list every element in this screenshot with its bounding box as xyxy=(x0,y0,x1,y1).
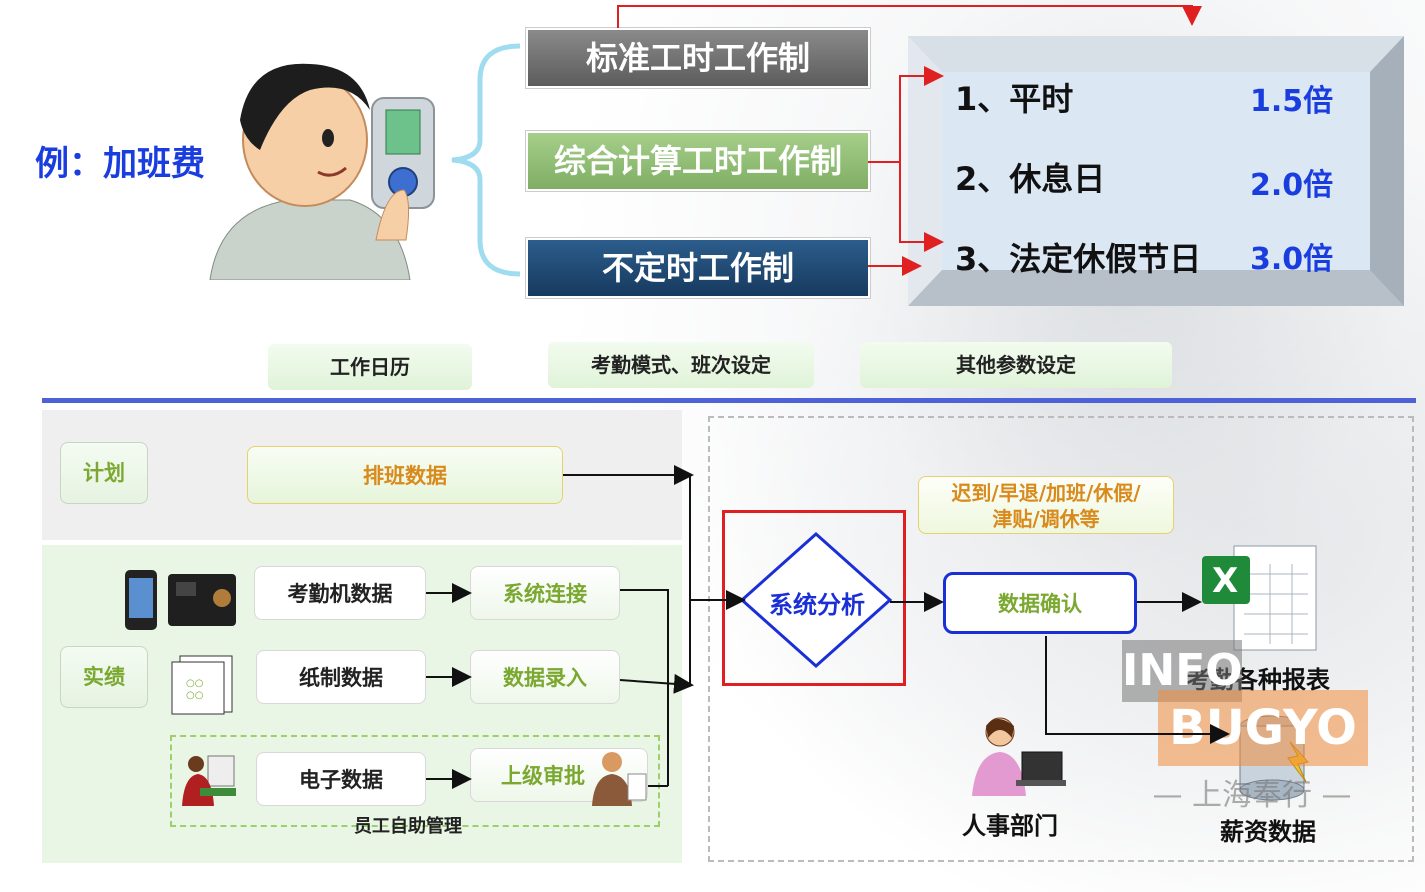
self-service-group xyxy=(170,735,660,827)
paper-data-node: 纸制数据 xyxy=(256,650,426,704)
svg-text:X: X xyxy=(1212,561,1238,601)
rate-value-restday: 2.0倍 xyxy=(1250,168,1334,203)
example-label: 例：加班费 xyxy=(35,144,205,184)
rate-value-weekday: 1.5倍 xyxy=(1250,84,1334,119)
top-arrows xyxy=(617,5,1202,276)
self-service-label: 员工自助管理 xyxy=(354,816,462,837)
attendance-machine-data-node: 考勤机数据 xyxy=(254,566,426,620)
person-illustration xyxy=(209,63,435,280)
plan-label: 计划 xyxy=(60,442,148,504)
actual-label: 实绩 xyxy=(60,646,148,708)
rate-label-restday: 2、休息日 xyxy=(955,160,1106,198)
data-entry-node: 数据录入 xyxy=(470,650,620,704)
section-divider xyxy=(42,398,1416,403)
overtime-rates-panel xyxy=(908,36,1404,306)
rate-label-weekday: 1、平时 xyxy=(955,80,1074,118)
exception-types-callout: 迟到/早退/加班/休假/津贴/调休等 xyxy=(918,476,1174,534)
data-confirm-node: 数据确认 xyxy=(943,572,1137,634)
analysis-frame xyxy=(722,510,906,686)
devices-icon xyxy=(125,570,236,630)
tab-attendance-mode[interactable]: 考勤模式、班次设定 xyxy=(548,342,814,388)
rate-label-holiday: 3、法定休假节日 xyxy=(955,240,1202,278)
svg-text:○○: ○○ xyxy=(186,678,203,689)
watermark-bugyo: BUGYO xyxy=(1158,690,1368,766)
paper-forms-icon: ○○ ○○ xyxy=(171,655,233,715)
hr-department-label: 人事部门 xyxy=(962,812,1058,840)
approver-icon xyxy=(592,752,647,806)
brace-connector xyxy=(451,43,521,277)
tab-work-calendar[interactable]: 工作日历 xyxy=(268,344,472,390)
excel-report-icon: X xyxy=(1202,545,1317,651)
payroll-data-label: 薪资数据 xyxy=(1220,818,1316,846)
analysis-area xyxy=(708,416,1414,862)
combined-hours-box: 综合计算工时工作制 xyxy=(526,131,870,191)
watermark-company: — 上海奉行 — xyxy=(1152,778,1352,813)
rate-value-holiday: 3.0倍 xyxy=(1250,242,1334,277)
analysis-diamond xyxy=(740,532,892,668)
computer-user-icon xyxy=(182,755,236,806)
standard-hours-box: 标准工时工作制 xyxy=(526,28,870,88)
schedule-data-node: 排班数据 xyxy=(247,446,563,504)
flow-arrows xyxy=(426,465,1230,789)
hr-person-icon xyxy=(972,717,1066,796)
system-analysis-label: 系统分析 xyxy=(769,591,865,619)
electronic-data-node: 电子数据 xyxy=(256,752,426,806)
irregular-hours-box: 不定时工作制 xyxy=(526,238,870,298)
tab-other-params[interactable]: 其他参数设定 xyxy=(860,342,1172,388)
svg-text:○○: ○○ xyxy=(186,690,203,701)
system-connect-node: 系统连接 xyxy=(470,566,620,620)
